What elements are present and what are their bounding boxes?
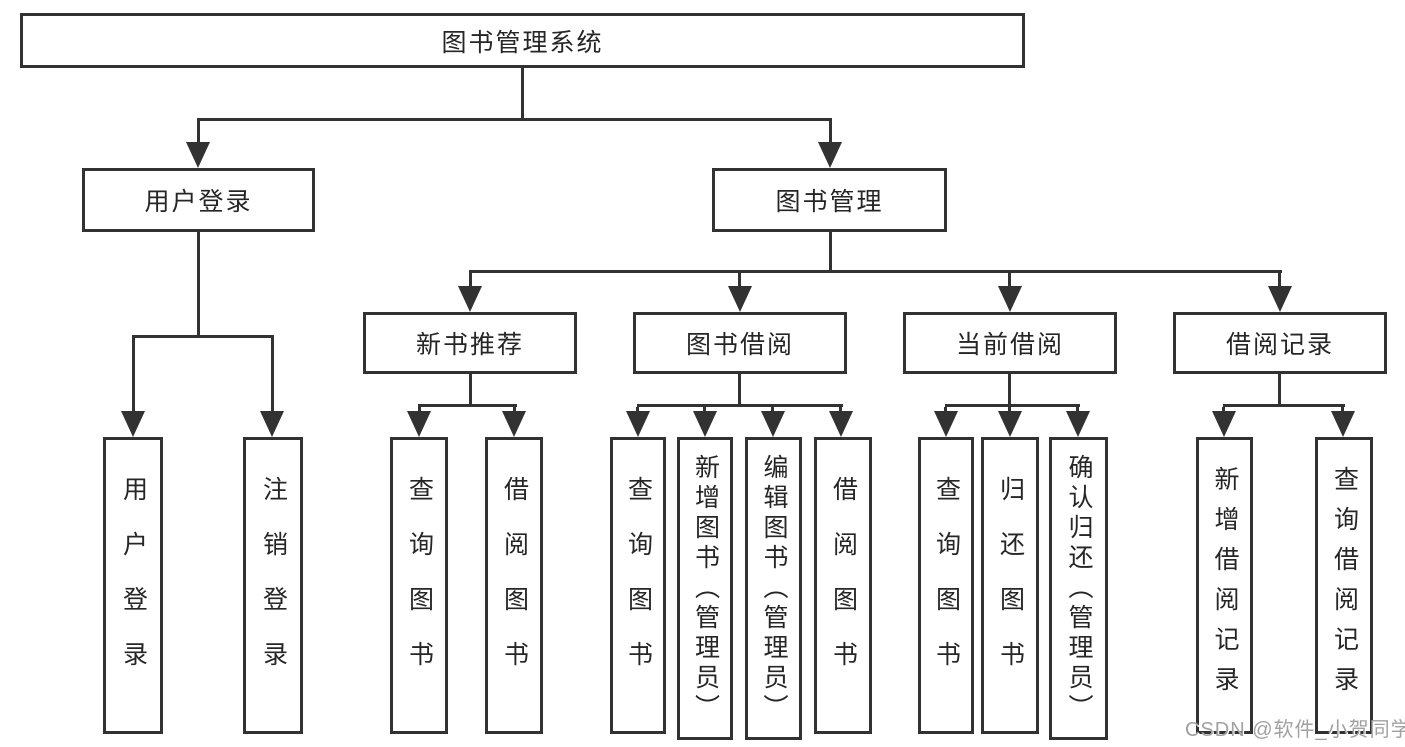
leaf-label: 查询图书 xyxy=(932,475,961,696)
leaf-query-borrow-record: 查询借阅记录 xyxy=(1315,437,1373,734)
connector-new-book-horizontal xyxy=(418,404,517,407)
connector-root-stem xyxy=(521,68,524,118)
arrow-down-icon xyxy=(502,411,526,437)
connector-records-horizontal xyxy=(1223,404,1345,407)
node-book-management: 图书管理 xyxy=(712,168,947,232)
node-new-book-recommend: 新书推荐 xyxy=(363,312,577,374)
connector-records-stem xyxy=(1278,374,1281,404)
node-current-borrowing: 当前借阅 xyxy=(903,312,1117,374)
connector-drop-user-login xyxy=(197,121,200,145)
arrow-down-icon xyxy=(407,411,431,437)
leaf-return-books: 归还图书 xyxy=(981,437,1039,734)
leaf-confirm-return-admin: 确认归还（管理员） xyxy=(1049,437,1108,740)
node-book-borrowing: 图书借阅 xyxy=(633,312,847,374)
arrow-down-icon xyxy=(761,411,785,437)
connector-book-borrow-horizontal xyxy=(637,404,843,407)
leaf-add-borrow-record: 新增借阅记录 xyxy=(1196,437,1253,734)
leaf-label: 借阅图书 xyxy=(829,475,858,696)
leaf-query-books: 查询图书 xyxy=(390,437,448,734)
node-label: 图书借阅 xyxy=(685,331,794,359)
leaf-borrow-books: 借阅图书 xyxy=(814,437,872,734)
arrow-down-icon xyxy=(186,142,210,168)
arrow-down-icon xyxy=(121,411,145,437)
leaf-label: 用户登录 xyxy=(119,475,148,696)
node-label: 新书推荐 xyxy=(415,331,524,359)
connector-book-borrow-stem xyxy=(738,374,741,404)
leaf-edit-books-admin: 编辑图书（管理员） xyxy=(745,437,802,740)
arrow-down-icon xyxy=(998,286,1022,312)
node-borrowing-records: 借阅记录 xyxy=(1173,312,1387,374)
connector-drop-current-borrow xyxy=(1008,273,1011,288)
node-user-login: 用户登录 xyxy=(82,168,315,232)
connector-drop-new-book xyxy=(469,273,472,288)
leaf-label: 注销登录 xyxy=(259,475,288,696)
connector-drop-borrow-records xyxy=(1278,273,1281,288)
leaf-label: 借阅图书 xyxy=(500,475,529,696)
leaf-label: 新增图书（管理员） xyxy=(691,453,720,724)
arrow-down-icon xyxy=(934,411,958,437)
leaf-label: 编辑图书（管理员） xyxy=(760,453,788,724)
node-label: 图书管理 xyxy=(775,188,884,216)
connector-level2-horizontal xyxy=(197,118,832,121)
arrow-down-icon xyxy=(458,286,482,312)
arrow-down-icon xyxy=(728,286,752,312)
leaf-logout: 注销登录 xyxy=(243,437,303,734)
connector-current-borrow-horizontal xyxy=(945,404,1080,407)
node-label: 借阅记录 xyxy=(1225,331,1334,359)
arrow-down-icon xyxy=(260,411,284,437)
arrow-down-icon xyxy=(1212,411,1236,437)
leaf-label: 确认归还（管理员） xyxy=(1065,453,1093,724)
arrow-down-icon xyxy=(693,411,717,437)
connector-drop-leaf-logout xyxy=(271,338,274,413)
arrow-down-icon xyxy=(998,411,1022,437)
node-label: 当前借阅 xyxy=(955,331,1064,359)
leaf-label: 查询借阅记录 xyxy=(1330,465,1359,706)
connector-drop-leaf-login xyxy=(132,338,135,413)
arrow-down-icon xyxy=(829,411,853,437)
connector-level3-horizontal xyxy=(469,270,1282,273)
leaf-query-books: 查询图书 xyxy=(610,437,666,734)
arrow-down-icon xyxy=(1268,286,1292,312)
csdn-watermark: CSDN @软件_小贺同学 xyxy=(1185,719,1405,741)
leaf-borrow-books: 借阅图书 xyxy=(485,437,543,734)
arrow-down-icon xyxy=(1066,411,1090,437)
connector-current-borrow-stem xyxy=(1008,374,1011,404)
leaf-add-books-admin: 新增图书（管理员） xyxy=(677,437,733,740)
connector-user-login-horizontal xyxy=(132,335,274,338)
arrow-down-icon xyxy=(818,142,842,168)
arrow-down-icon xyxy=(1331,411,1355,437)
node-label: 图书管理系统 xyxy=(441,28,604,57)
leaf-user-login: 用户登录 xyxy=(103,437,163,734)
connector-drop-book-mgmt xyxy=(829,121,832,145)
leaf-query-books: 查询图书 xyxy=(918,437,974,734)
leaf-label: 查询图书 xyxy=(624,475,653,696)
connector-user-login-stem xyxy=(197,232,200,335)
node-library-management-system: 图书管理系统 xyxy=(20,13,1025,68)
node-label: 用户登录 xyxy=(144,188,253,216)
leaf-label: 新增借阅记录 xyxy=(1211,465,1239,706)
connector-book-mgmt-stem xyxy=(829,232,832,270)
connector-new-book-stem xyxy=(469,374,472,404)
connector-drop-book-borrow xyxy=(738,273,741,288)
leaf-label: 查询图书 xyxy=(405,475,434,696)
leaf-label: 归还图书 xyxy=(996,475,1025,696)
arrow-down-icon xyxy=(626,411,650,437)
